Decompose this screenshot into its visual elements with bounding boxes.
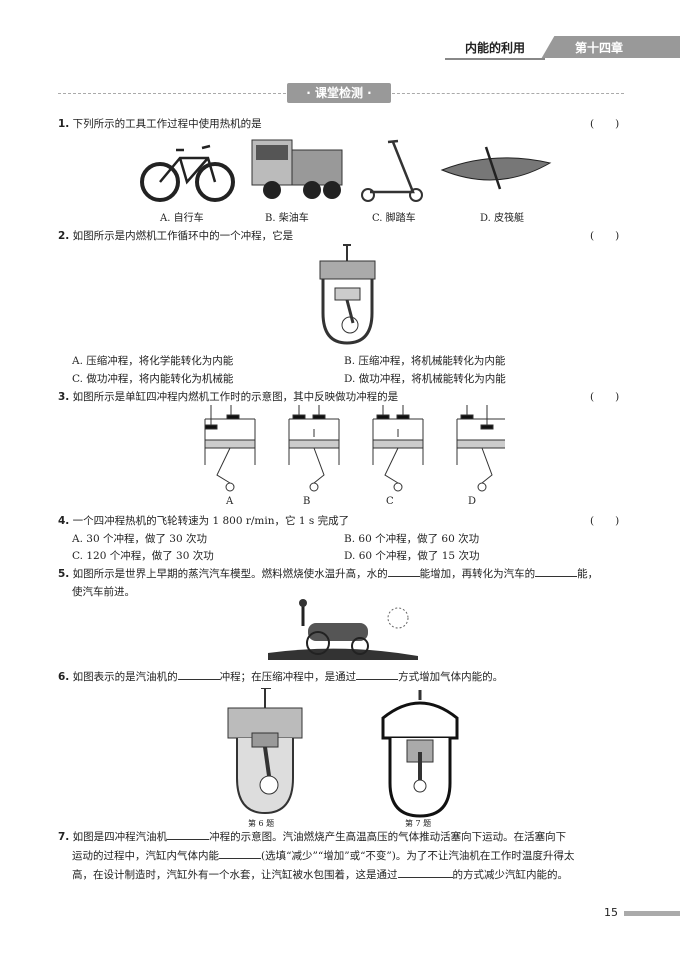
option-label: D. 皮筏艇 [480,213,525,224]
figure-caption-q7: 第 7 题 [405,819,432,828]
question-7-line3: 高，在设计制造时，汽缸外有一个水套，让汽缸被水包围着，这是通过的方式减少汽缸内能… [72,867,568,881]
option-label: C. 脚踏车 [372,213,416,224]
answer-blank[interactable] [167,829,210,840]
gasoline-engine-q7-diagram [381,690,459,818]
page-number: 15 [604,906,618,919]
question-5: 5. 如图所示是世界上早期的蒸汽汽车模型。燃料燃烧使水温升高，水的能增加，再转化… [58,566,599,580]
answer-blank[interactable] [177,669,220,680]
option-label: A. 自行车 [160,213,204,224]
diagram-label-b: B [303,496,311,507]
page-number-bar [624,911,680,916]
steam-car-image [268,599,418,660]
scooter-image [361,139,423,202]
header-chapter: 第十四章 [575,41,624,55]
option-c: C. 120 个冲程，做了 30 次功 [72,550,214,562]
answer-blank[interactable] [397,867,453,878]
bicycle-image [140,144,235,202]
divider [58,93,286,94]
header-section-title: 内能的利用 [445,38,545,60]
question-6: 6. 如图表示的是汽油机的冲程；在压缩冲程中，是通过方式增加气体内能的。 [58,669,504,683]
gasoline-engine-q6-diagram [227,688,303,815]
answer-blank[interactable] [535,566,578,577]
kayak-image [440,146,552,190]
question-7: 7. 如图是四冲程汽油机冲程的示意图。汽油燃烧产生高温高压的气体推动活塞向下运动… [58,829,567,843]
figure-caption-q6: 第 6 题 [248,819,275,828]
section-title: · 课堂检测 · [287,83,391,103]
option-d: D. 60 个冲程，做了 15 次功 [344,550,480,562]
question-3: 3. 如图所示是单缸四冲程内燃机工作时的示意图，其中反映做功冲程的是 [58,391,399,403]
four-stroke-diagrams [204,405,505,492]
option-b: B. 60 个冲程，做了 60 次功 [344,533,480,545]
diagram-label-a: A [226,496,234,507]
question-2: 2. 如图所示是内燃机工作循环中的一个冲程，它是 [58,230,294,242]
answer-blank[interactable] [356,669,399,680]
question-5-line2: 使汽车前进。 [72,586,135,598]
divider [392,93,624,94]
diagram-label-d: D [468,496,477,507]
option-d: D. 做功冲程，将机械能转化为内能 [344,373,506,385]
diagram-label-c: C [386,496,394,507]
option-c: C. 做功冲程，将内能转化为机械能 [72,373,234,385]
option-a: A. 30 个冲程，做了 30 次功 [72,533,207,545]
answer-paren: ( ) [590,230,620,242]
answer-paren: ( ) [590,515,620,527]
option-b: B. 压缩冲程，将机械能转化为内能 [344,355,506,367]
answer-blank[interactable] [387,566,420,577]
answer-blank[interactable] [219,848,261,859]
option-label: B. 柴油车 [265,213,309,224]
engine-stroke-diagram [319,244,376,345]
option-a: A. 压缩冲程，将化学能转化为内能 [72,355,234,367]
question-4: 4. 一个四冲程热机的飞轮转速为 1 800 r/min，它 1 s 完成了 [58,515,350,527]
answer-paren: ( ) [590,391,620,403]
diesel-truck-image [251,139,343,199]
answer-paren: ( ) [590,118,620,130]
question-7-line2: 运动的过程中，汽缸内气体内能(选填“减少”“增加”或“不变”)。为了不让汽油机在… [72,848,575,862]
question-1: 1. 下列所示的工具工作过程中使用热机的是 [58,118,262,130]
